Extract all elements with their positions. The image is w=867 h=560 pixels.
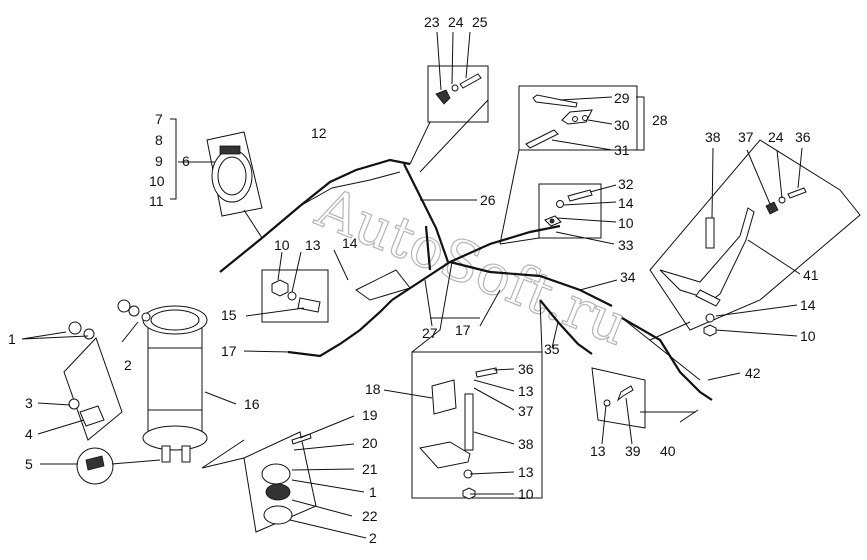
cylinder-16 <box>142 305 208 463</box>
leader-lines <box>21 31 803 539</box>
callout-10: 10 <box>618 215 634 231</box>
callout-10: 10 <box>800 328 816 344</box>
pipe-27 <box>391 224 561 301</box>
pipe-42 <box>621 317 713 401</box>
callout-23: 23 <box>424 14 440 30</box>
callout-10: 10 <box>518 486 534 502</box>
callout-31: 31 <box>614 142 630 158</box>
callout-38: 38 <box>518 436 534 452</box>
callout-3: 3 <box>25 395 33 411</box>
callout-11: 11 <box>149 193 164 209</box>
bolt-37-24-36 <box>765 187 807 215</box>
detail-box-32-33 <box>538 183 602 239</box>
bracket-41 <box>659 207 755 337</box>
callout-26: 26 <box>480 192 496 208</box>
callout-39: 39 <box>625 443 641 459</box>
detail-box-28-31 <box>518 85 638 151</box>
callout-41: 41 <box>803 267 819 283</box>
callout-29: 29 <box>614 90 630 106</box>
callout-5: 5 <box>25 456 33 472</box>
callout-13: 13 <box>518 383 534 399</box>
callout-19: 19 <box>362 407 378 423</box>
detail-box-18-38 <box>411 351 543 500</box>
callout-15: 15 <box>221 307 237 323</box>
callout-36: 36 <box>518 361 534 377</box>
callout-32: 32 <box>618 176 634 192</box>
detail-box-10-15 <box>261 269 329 323</box>
callout-12: 12 <box>311 125 327 141</box>
callout-33: 33 <box>618 237 634 253</box>
callout-24: 24 <box>768 129 784 145</box>
callout-17: 17 <box>221 343 237 359</box>
detail-box-1-4 <box>63 321 123 441</box>
callout-1: 1 <box>369 484 377 500</box>
callout-14: 14 <box>800 297 816 313</box>
pipe-26 <box>403 163 450 271</box>
callout-2: 2 <box>369 530 377 546</box>
detail-box-23-25 <box>427 65 489 123</box>
detail-box-13-40 <box>591 367 646 429</box>
callout-20: 20 <box>362 435 378 451</box>
callout-14: 14 <box>342 235 358 251</box>
callout-6: 6 <box>182 153 190 169</box>
callout-16: 16 <box>244 396 260 412</box>
callout-42: 42 <box>745 365 761 381</box>
callout-13: 13 <box>518 464 534 480</box>
callout-7: 7 <box>155 111 163 127</box>
callout-36: 36 <box>795 129 811 145</box>
pipe-35 <box>539 299 593 355</box>
callout-labels: 23 24 25 29 30 31 28 7 8 9 6 10 11 12 26… <box>8 14 819 546</box>
loose-parts-1-2 <box>117 299 151 322</box>
bracket-14 <box>355 269 411 301</box>
callout-28: 28 <box>652 112 668 128</box>
hose-34 <box>449 260 613 307</box>
callout-37: 37 <box>738 129 754 145</box>
callout-13: 13 <box>590 443 606 459</box>
callout-10: 10 <box>149 173 165 189</box>
callout-35: 35 <box>544 341 560 357</box>
callout-8: 8 <box>155 132 163 148</box>
callout-9: 9 <box>155 153 163 169</box>
callout-37: 37 <box>518 403 534 419</box>
valve-5 <box>76 447 114 485</box>
callout-17: 17 <box>455 322 471 338</box>
detail-box-6-11 <box>206 131 263 217</box>
callout-2: 2 <box>124 357 132 373</box>
callout-4: 4 <box>25 426 33 442</box>
callout-1: 1 <box>8 331 16 347</box>
callout-24: 24 <box>448 14 464 30</box>
callout-21: 21 <box>362 461 378 477</box>
callout-18: 18 <box>365 381 381 397</box>
callout-14: 14 <box>618 195 634 211</box>
callout-40: 40 <box>660 443 676 459</box>
hose-17-a <box>287 299 393 358</box>
callout-22: 22 <box>362 508 378 524</box>
callout-27: 27 <box>422 325 438 341</box>
callout-25: 25 <box>472 14 488 30</box>
detail-box-19-22 <box>243 431 317 533</box>
callout-38: 38 <box>705 129 721 145</box>
callout-13: 13 <box>305 237 321 253</box>
callout-30: 30 <box>614 117 630 133</box>
detail-box-36-41 <box>649 139 861 331</box>
callout-10: 10 <box>274 237 290 253</box>
callout-34: 34 <box>620 269 636 285</box>
